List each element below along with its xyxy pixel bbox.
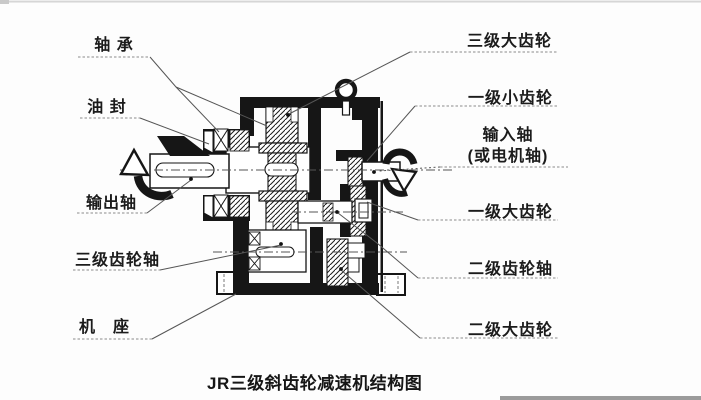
leader-bearing-2	[175, 86, 268, 127]
stage2-large-gear-drawing	[326, 238, 349, 287]
leader-stage3-large-gear	[288, 51, 411, 115]
leader-bearing	[149, 56, 220, 133]
label-stage2-large-gear: 二级大齿轮	[468, 322, 554, 339]
leader-stage3-gear-shaft	[159, 244, 282, 271]
leader-oil-seal	[139, 117, 210, 145]
leader-lines	[139, 51, 441, 340]
label-stage3-large-gear: 三级大齿轮	[467, 33, 553, 50]
bearings-and-seals	[203, 128, 250, 219]
label-input-shaft: 输入轴 (或电机轴)	[448, 125, 568, 167]
label-machine-base: 机 座	[79, 319, 131, 336]
input-rotation-arrow	[382, 148, 418, 197]
label-oil-seal: 油 封	[87, 99, 127, 116]
stage1-small-gear-drawing	[347, 156, 364, 187]
leader-stage2-large-gear	[340, 269, 421, 339]
leader-stage1-small-gear	[366, 105, 416, 162]
label-input-shaft-line1: 输入轴	[482, 127, 534, 144]
lifting-eye-bolt	[334, 78, 358, 116]
label-output-shaft: 输出轴	[86, 195, 138, 212]
leader-stage1-large-gear	[366, 201, 419, 221]
leader-dots	[189, 113, 376, 271]
label-stage2-gear-shaft: 二级齿轮轴	[468, 261, 554, 278]
leader-stage2-gear-shaft	[337, 212, 419, 279]
leader-machine-base	[151, 293, 237, 340]
label-input-shaft-line2: (或电机轴)	[467, 148, 549, 165]
label-underlines	[73, 51, 568, 340]
leader-output-shaft	[146, 179, 192, 214]
figure-caption: JR三级斜齿轮减速机结构图	[207, 374, 423, 393]
label-stage1-large-gear: 一级大齿轮	[468, 204, 554, 221]
label-bearing: 轴 承	[94, 37, 134, 54]
label-stage3-gear-shaft: 三级齿轮轴	[75, 252, 161, 269]
label-stage1-small-gear: 一级小齿轮	[468, 90, 554, 107]
output-rotation-arrow	[119, 136, 210, 201]
leader-input-shaft	[378, 166, 441, 172]
output-shaft-drawing	[149, 153, 230, 189]
